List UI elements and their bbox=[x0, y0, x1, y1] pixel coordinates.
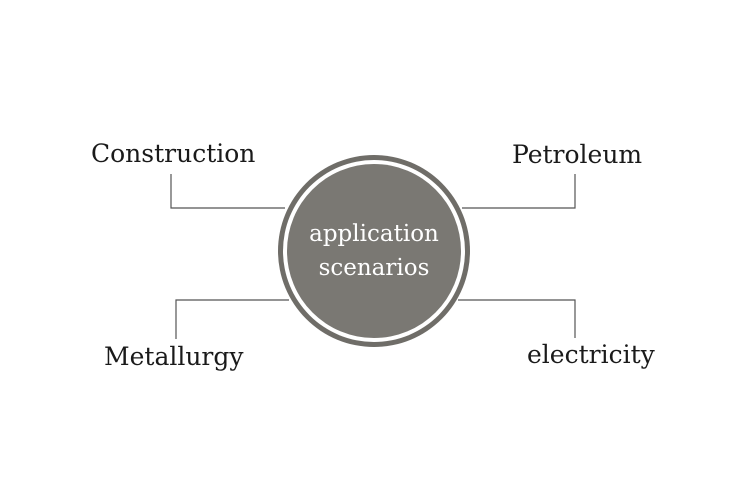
connector-construction bbox=[170, 174, 285, 209]
center-hub: application scenarios bbox=[278, 155, 470, 347]
connector-electricity bbox=[458, 299, 576, 338]
center-title-line2: scenarios bbox=[318, 255, 430, 281]
node-label-petroleum: Petroleum bbox=[512, 140, 643, 169]
connector-petroleum bbox=[462, 174, 576, 209]
connector-metallurgy bbox=[175, 299, 289, 339]
node-label-electricity: electricity bbox=[527, 340, 655, 369]
node-label-metallurgy: Metallurgy bbox=[104, 342, 244, 371]
node-label-construction: Construction bbox=[91, 139, 256, 168]
center-title-line1: application bbox=[309, 220, 439, 247]
center-hub-ring: application scenarios bbox=[283, 160, 465, 342]
center-hub-fill: application scenarios bbox=[287, 164, 461, 338]
